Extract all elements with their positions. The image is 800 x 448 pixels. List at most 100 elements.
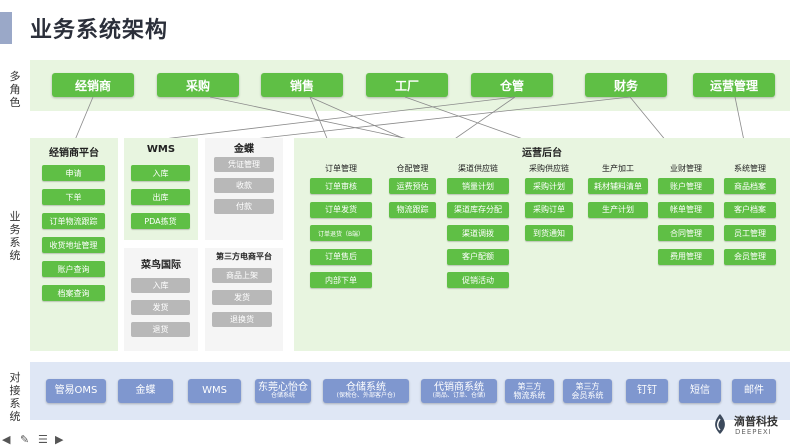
ops-item-button[interactable]: 到货通知: [525, 225, 573, 241]
ops-item-button[interactable]: 客户配额: [447, 248, 509, 265]
kingdee-item-button[interactable]: 收款: [214, 178, 274, 193]
integration-button[interactable]: 管易OMS: [46, 379, 106, 403]
role-button[interactable]: 财务: [585, 73, 667, 97]
role-button[interactable]: 仓管: [471, 73, 553, 97]
deepexi-logo-icon: [715, 414, 725, 434]
dealer-item-button[interactable]: 收货地址管理: [42, 237, 105, 253]
ops-item-button[interactable]: 渠道调拨: [447, 225, 509, 241]
integration-main-label: 金蝶: [135, 385, 156, 397]
ops-item-button[interactable]: 采购计划: [525, 178, 573, 194]
ops-column-head: 仓配管理: [396, 164, 429, 173]
cainiao-title: 菜鸟国际: [141, 260, 181, 271]
menu-icon[interactable]: ☰: [38, 433, 48, 446]
logo-name: 滴普科技: [734, 415, 778, 428]
cainiao-item-button[interactable]: 退货: [131, 322, 190, 337]
wms-item-button[interactable]: 入库: [131, 165, 190, 181]
ops-item-button[interactable]: 内部下单: [310, 272, 372, 288]
ops-item-button[interactable]: 会员管理: [724, 248, 776, 265]
dealer-item-button[interactable]: 档案查询: [42, 285, 105, 301]
ops-backend-panel: [294, 138, 790, 351]
integration-button[interactable]: 金蝶: [118, 379, 173, 403]
integration-button[interactable]: 短信: [679, 379, 721, 403]
integration-main-label: 邮件: [744, 385, 764, 397]
cainiao-item-button[interactable]: 发货: [131, 300, 190, 315]
role-button[interactable]: 经销商: [52, 73, 134, 97]
ops-item-button[interactable]: 促销活动: [447, 272, 509, 288]
integration-button[interactable]: 邮件: [732, 379, 776, 403]
integration-main-label: 东莞心怡仓: [258, 381, 308, 393]
ops-item-button[interactable]: 耗材辅料清单: [588, 178, 648, 194]
dealer-platform-title: 经销商平台: [49, 148, 99, 159]
wms-item-button[interactable]: 出库: [131, 189, 190, 205]
role-button[interactable]: 销售: [261, 73, 343, 97]
ops-item-button[interactable]: 费用管理: [658, 248, 714, 265]
integration-button[interactable]: 仓储系统(保税仓、外部客户仓): [323, 379, 409, 403]
integration-button[interactable]: 第三方物流系统: [505, 379, 554, 403]
ops-backend-title: 运营后台: [522, 148, 562, 159]
ops-item-button[interactable]: 物流跟踪: [389, 201, 436, 218]
page-title: 业务系统架构: [30, 18, 169, 43]
dealer-item-button[interactable]: 申请: [42, 165, 105, 181]
ops-column-head: 订单管理: [325, 164, 357, 173]
ops-item-button[interactable]: 员工管理: [724, 225, 776, 241]
logo-en: DEEPEXI: [735, 428, 772, 436]
ops-item-button[interactable]: 账户管理: [658, 178, 714, 194]
row-label-roles: 多角色: [9, 70, 21, 109]
integration-button[interactable]: 东莞心怡仓仓储系统: [255, 379, 311, 403]
ops-column-head: 渠道供应链: [458, 164, 498, 173]
integration-button[interactable]: 代销商系统(商品、订单、仓储): [421, 379, 497, 403]
wms-item-button[interactable]: PDA拣货: [131, 213, 190, 229]
integration-sub-label: 仓储系统: [270, 392, 295, 400]
ops-item-button[interactable]: 商品档案: [724, 178, 776, 194]
integration-button[interactable]: 第三方会员系统: [563, 379, 612, 403]
connector-line: [244, 96, 631, 141]
integration-button[interactable]: 钉钉: [626, 379, 668, 403]
ops-item-button[interactable]: 销量计划: [447, 178, 509, 194]
integration-button[interactable]: WMS: [188, 379, 241, 403]
ops-item-button[interactable]: 合同管理: [658, 225, 714, 241]
ops-item-button[interactable]: 帐单管理: [658, 201, 714, 218]
dealer-item-button[interactable]: 下单: [42, 189, 105, 205]
integration-sub-label: (保税仓、外部客户仓): [336, 392, 396, 400]
role-button[interactable]: 工厂: [366, 73, 448, 97]
ops-column-head: 生产加工: [602, 164, 634, 173]
connector-line: [154, 96, 516, 141]
integration-main-label: 钉钉: [637, 385, 657, 397]
cainiao-item-button[interactable]: 入库: [131, 278, 190, 293]
dealer-item-button[interactable]: 订单物流跟踪: [42, 213, 105, 229]
ops-item-button[interactable]: 订单审核: [310, 178, 372, 194]
integration-sub-label: (商品、订单、仓储): [432, 392, 486, 400]
ops-item-button[interactable]: 采购订单: [525, 201, 573, 218]
ops-item-button[interactable]: 订单售后: [310, 248, 372, 265]
ops-item-button[interactable]: 生产计划: [588, 201, 648, 218]
ec-item-button[interactable]: 商品上架: [212, 268, 272, 283]
row-label-systems: 业务系统: [9, 210, 21, 262]
prev-arrow-icon[interactable]: ◀: [2, 433, 11, 446]
ops-column-head: 采购供应链: [529, 164, 569, 173]
ops-item-button[interactable]: 运费预估: [389, 178, 436, 194]
kingdee-item-button[interactable]: 凭证管理: [214, 157, 274, 172]
integration-main-label: WMS: [202, 385, 227, 397]
integration-main-label: 管易OMS: [54, 385, 98, 397]
pen-icon[interactable]: ✎: [20, 433, 30, 446]
next-arrow-icon[interactable]: ▶: [55, 433, 64, 446]
role-button[interactable]: 采购: [157, 73, 239, 97]
ec-item-button[interactable]: 发货: [212, 290, 272, 305]
integration-sub-label: 物流系统: [513, 391, 546, 400]
integration-main-label: 仓储系统: [346, 381, 386, 393]
ec-item-button[interactable]: 退换货: [212, 312, 272, 327]
ops-item-button[interactable]: 客户档案: [724, 201, 776, 218]
title-accent-bar: [0, 12, 12, 44]
integration-main-label: 第三方: [517, 381, 542, 391]
thirdparty-ec-title: 第三方电商平台: [216, 252, 272, 261]
ops-item-button[interactable]: 订单发货: [310, 201, 372, 218]
role-button[interactable]: 运营管理: [693, 73, 775, 97]
dealer-item-button[interactable]: 账户查询: [42, 261, 105, 277]
ops-item-button[interactable]: 渠道库存分配: [447, 201, 509, 218]
kingdee-item-button[interactable]: 付款: [214, 199, 274, 214]
integration-main-label: 短信: [690, 385, 710, 397]
ops-column-head: 系统管理: [734, 164, 766, 173]
wms-title: WMS: [146, 144, 176, 155]
ops-item-button[interactable]: 订单退货（B端）: [310, 225, 372, 241]
row-label-integrations: 对接系统: [9, 371, 21, 423]
